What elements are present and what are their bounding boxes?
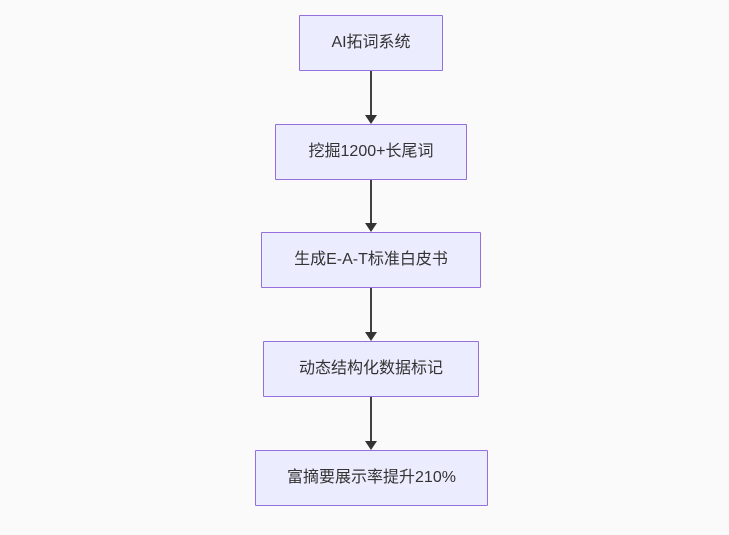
flow-node-structured-data: 动态结构化数据标记	[263, 341, 479, 397]
flow-node-label: 动态结构化数据标记	[298, 360, 443, 377]
flow-node-eat-whitepaper: 生成E-A-T标准白皮书	[261, 232, 481, 288]
arrow-down-icon	[365, 115, 377, 124]
flow-node-ai-keyword-system: AI拓词系统	[299, 15, 443, 71]
flow-arrow-3	[364, 288, 378, 341]
arrow-shaft	[370, 397, 372, 442]
arrow-down-icon	[365, 441, 377, 450]
flow-arrow-1	[364, 71, 378, 124]
flow-node-label: 生成E-A-T标准白皮书	[294, 251, 448, 268]
arrow-down-icon	[365, 223, 377, 232]
flow-node-label: 挖掘1200+长尾词	[308, 143, 434, 160]
arrow-shaft	[370, 71, 372, 116]
arrow-shaft	[370, 288, 372, 333]
flow-node-label: AI拓词系统	[331, 34, 411, 51]
flow-node-longtail-mining: 挖掘1200+长尾词	[275, 124, 467, 180]
flow-node-label: 富摘要展示率提升210%	[287, 469, 456, 486]
flow-arrow-2	[364, 180, 378, 232]
flow-arrow-4	[364, 397, 378, 450]
flow-node-rich-snippet-result: 富摘要展示率提升210%	[255, 450, 488, 506]
arrow-down-icon	[365, 332, 377, 341]
arrow-shaft	[370, 180, 372, 224]
